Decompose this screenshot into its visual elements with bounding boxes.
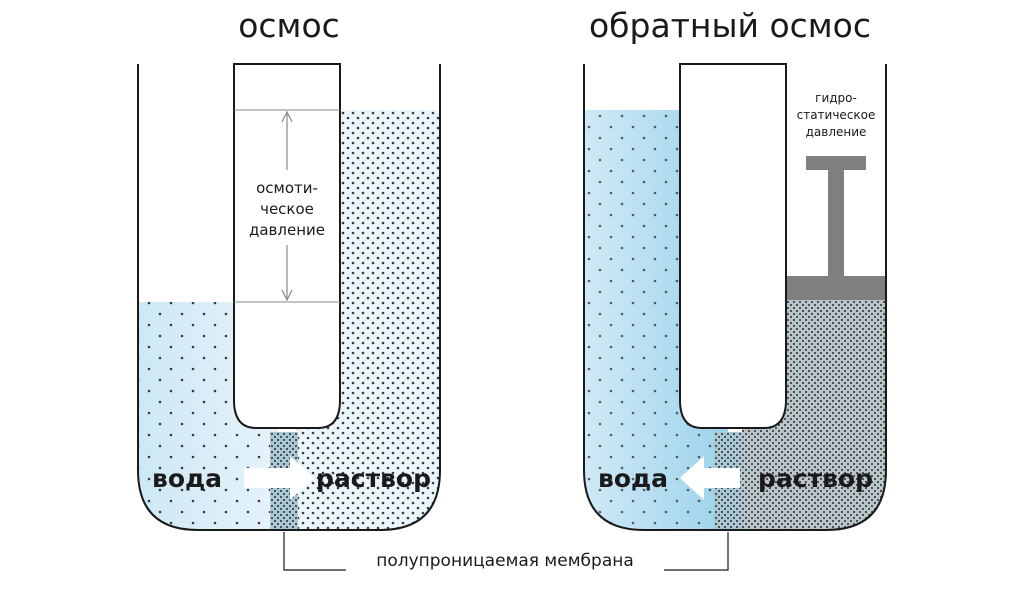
reverse-osmosis-tube	[583, 64, 887, 531]
reverse-osmosis-inner-wall	[679, 63, 787, 429]
reverse-osmosis-panel: обратный осмос гидро- статическое давлен…	[583, 6, 887, 531]
arrow-down-icon	[281, 289, 293, 302]
svg-text:ческое: ческое	[260, 200, 314, 218]
osmosis-solution-label: раствор	[316, 464, 431, 493]
osmosis-tube	[137, 64, 441, 531]
flow-arrow-left-icon	[680, 456, 740, 500]
flow-arrow-right-icon	[244, 456, 314, 500]
svg-text:давление: давление	[806, 125, 867, 139]
hydrostatic-pressure-label: гидро- статическое давление	[797, 91, 876, 139]
membrane-label: полупроницаемая мембрана	[376, 551, 634, 571]
reverse-osmosis-solution-label: раствор	[758, 464, 873, 493]
osmotic-pressure-label: осмоти- ческое давление	[249, 179, 325, 239]
reverse-osmosis-water-label: вода	[598, 464, 668, 493]
svg-text:статическое: статическое	[797, 108, 876, 122]
svg-text:осмоти-: осмоти-	[256, 179, 318, 197]
arrow-up-icon	[281, 110, 293, 123]
osmosis-title: осмос	[238, 6, 340, 45]
svg-text:давление: давление	[249, 221, 325, 239]
reverse-osmosis-title: обратный осмос	[589, 6, 871, 45]
osmosis-water-label: вода	[152, 464, 222, 493]
osmosis-panel: осмос осмоти- ческое давление	[137, 6, 441, 531]
membrane-callout: полупроницаемая мембрана	[283, 532, 729, 571]
svg-text:гидро-: гидро-	[815, 91, 857, 105]
piston-icon	[787, 156, 885, 300]
